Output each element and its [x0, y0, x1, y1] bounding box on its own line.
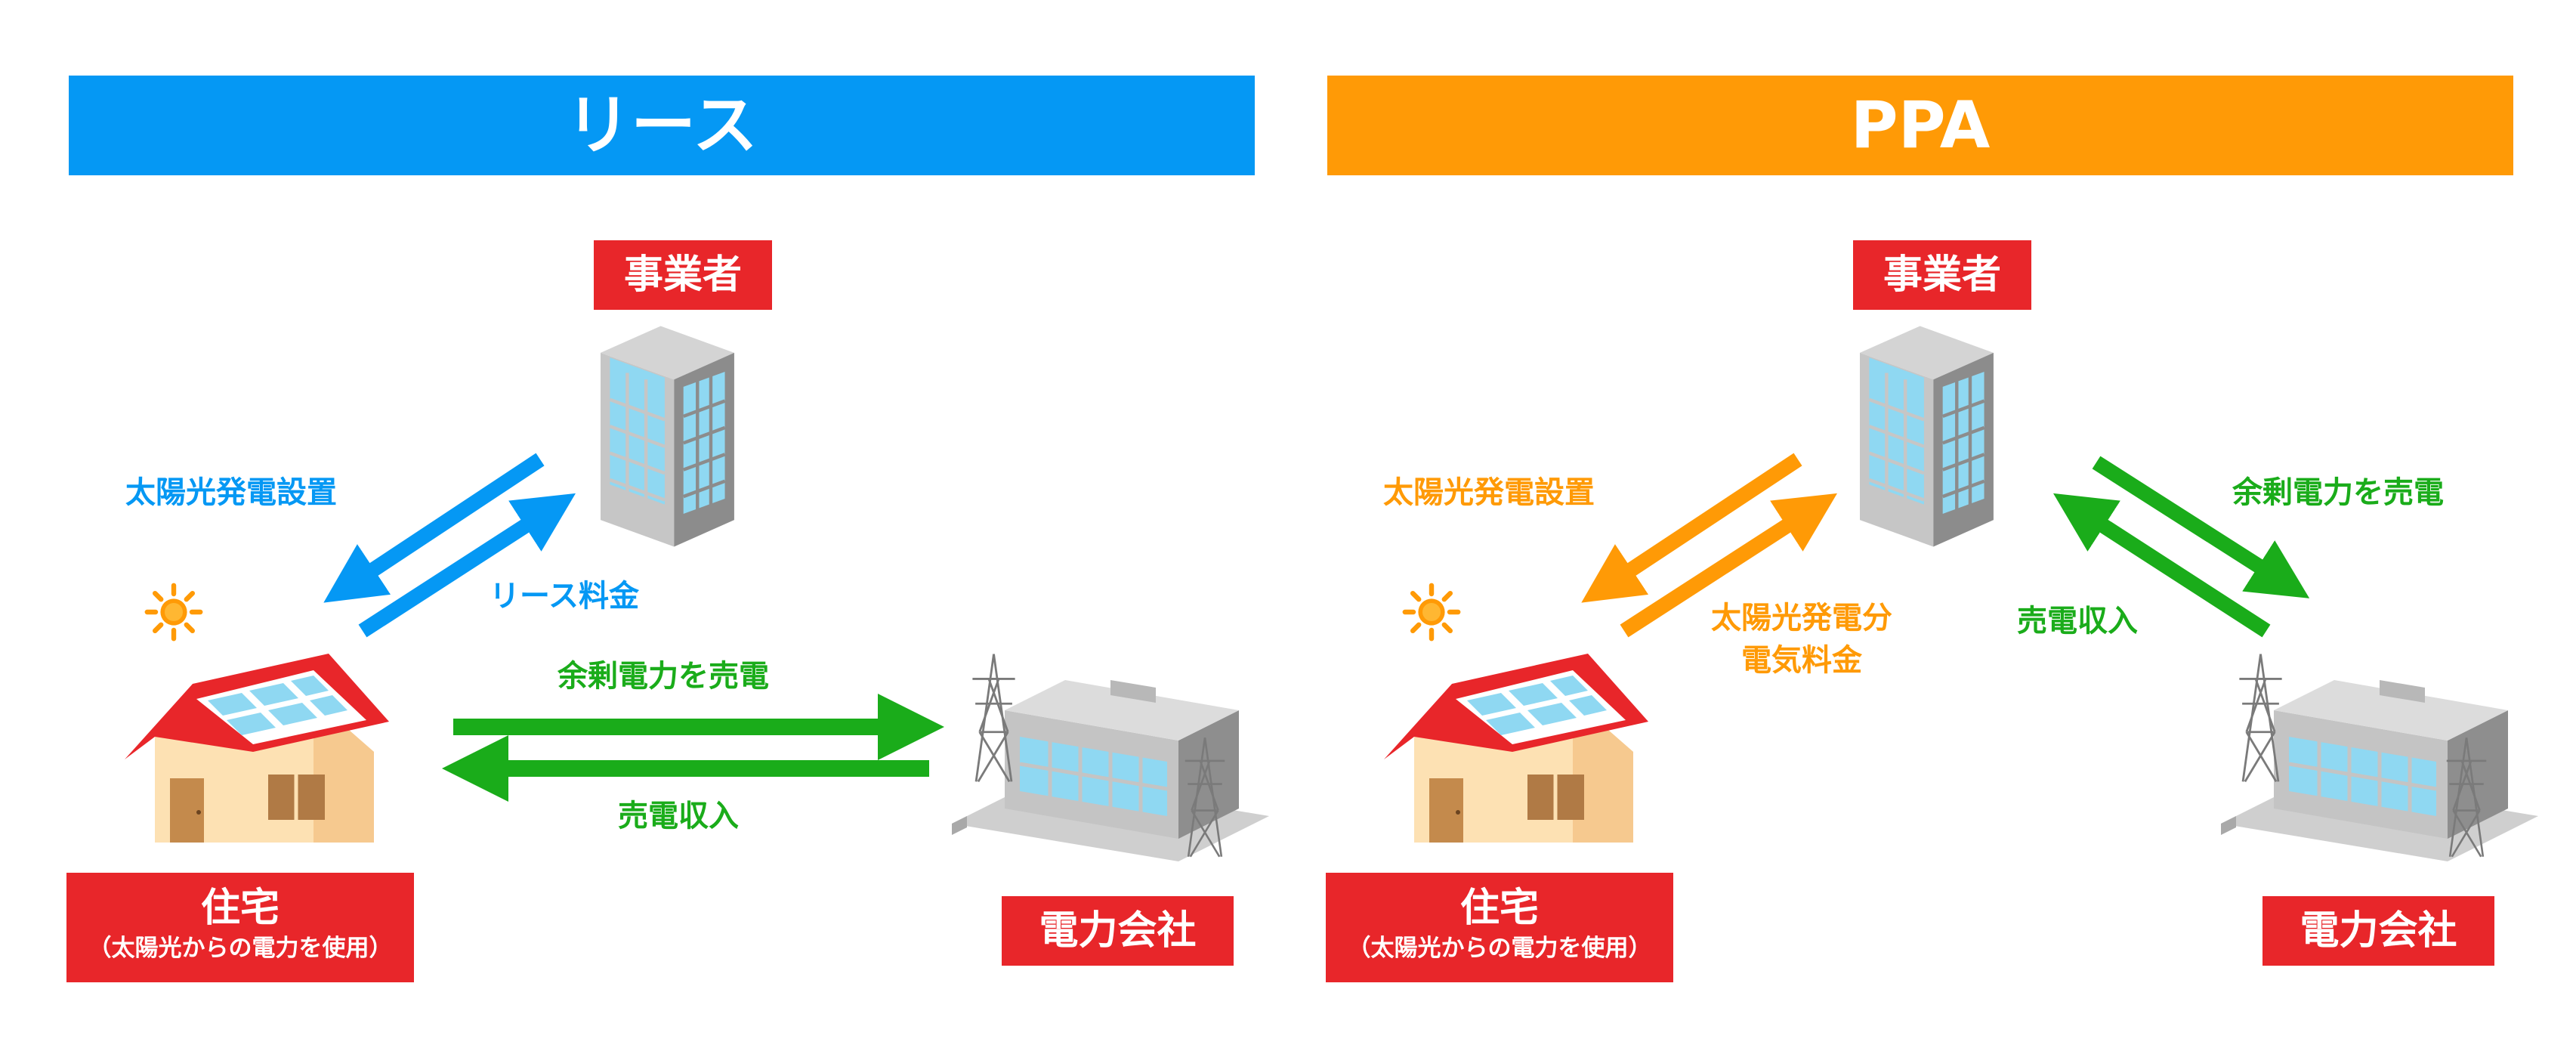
sell-power-arrow	[2092, 456, 2310, 598]
ppa-fee-caption-line1: 太陽光発電分	[1711, 601, 1892, 635]
office-building-icon	[601, 326, 734, 547]
install-arrow	[1581, 453, 1802, 603]
lease-income-caption: 売電収入	[618, 799, 739, 833]
ppa-title-banner: PPA	[1327, 76, 2513, 175]
ppa-utility-label: 電力会社	[2262, 896, 2494, 966]
lease-company-label: 事業者	[594, 240, 772, 310]
lease-diagram-art	[0, 0, 1288, 1042]
lease-home-label: 住宅 （太陽光からの電力を使用）	[66, 873, 414, 982]
sun-icon	[1405, 586, 1458, 638]
ppa-install-caption: 太陽光発電設置	[1383, 475, 1595, 510]
lease-fee-arrow	[358, 493, 576, 638]
lease-install-caption: 太陽光発電設置	[125, 475, 337, 510]
ppa-panel: PPA 事業者 住宅 （太陽光からの電力を使用） 電力会社 太陽光発電設置 太陽…	[1288, 0, 2576, 1042]
ppa-income-caption: 売電収入	[2017, 604, 2138, 638]
install-arrow	[323, 453, 545, 603]
lease-title-banner: リース	[69, 76, 1255, 175]
sell-income-arrow	[2052, 493, 2271, 638]
ppa-diagram-art	[1288, 0, 2576, 1042]
ppa-home-subtitle: （太陽光からの電力を使用）	[1347, 935, 1652, 962]
lease-utility-label: 電力会社	[1002, 896, 1234, 966]
ppa-fee-arrow	[1620, 493, 1838, 638]
house-icon	[125, 654, 389, 843]
lease-home-subtitle: （太陽光からの電力を使用）	[88, 935, 393, 962]
ppa-home-label: 住宅 （太陽光からの電力を使用）	[1326, 873, 1673, 982]
ppa-fee-caption: 太陽光発電分 電気料金	[1711, 597, 1892, 682]
lease-panel: リース 事業者 住宅 （太陽光からの電力を使用） 電力会社 太陽光発電設置 リー…	[0, 0, 1288, 1042]
lease-home-title: 住宅	[200, 886, 280, 931]
ppa-home-title: 住宅	[1459, 886, 1539, 931]
lease-fee-caption: リース料金	[490, 579, 639, 614]
ppa-sell-caption: 余剰電力を売電	[2232, 475, 2444, 510]
lease-sell-caption: 余剰電力を売電	[558, 659, 769, 694]
ppa-company-label: 事業者	[1853, 240, 2031, 310]
ppa-fee-caption-line2: 電気料金	[1741, 643, 1862, 678]
house-icon	[1384, 654, 1648, 843]
sun-icon	[147, 586, 200, 638]
office-building-icon	[1860, 326, 1994, 547]
